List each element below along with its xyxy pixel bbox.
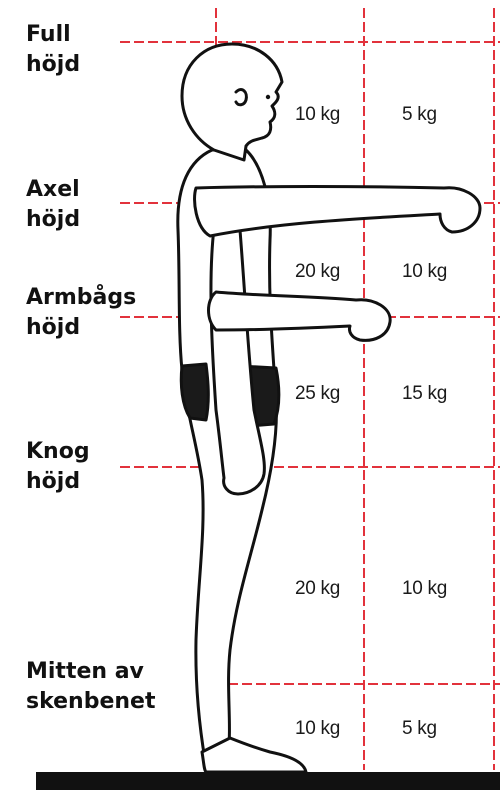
eye: [266, 95, 270, 99]
label-shoulder-height: Axel höjd: [26, 175, 80, 235]
standing-person-side-view-icon: [178, 44, 480, 772]
arm-shoulder-height: [195, 187, 480, 237]
foot: [202, 738, 306, 772]
weight-near-row-4: 20 kg: [295, 578, 340, 600]
weight-far-row-2: 10 kg: [402, 261, 447, 283]
weight-near-row-2: 20 kg: [295, 261, 340, 283]
weight-far-row-4: 10 kg: [402, 578, 447, 600]
label-knuckle-height: Knog höjd: [26, 437, 90, 497]
weight-near-row-3: 25 kg: [295, 383, 340, 405]
label-mid-shin-height: Mitten av skenbenet: [26, 657, 156, 717]
label-elbow-height: Armbågs höjd: [26, 283, 136, 343]
shorts-back: [181, 364, 208, 420]
weight-far-row-3: 15 kg: [402, 383, 447, 405]
weight-near-row-5: 10 kg: [295, 718, 340, 740]
weight-near-row-1: 10 kg: [295, 104, 340, 126]
floor: [36, 772, 500, 790]
label-full-height: Full höjd: [26, 20, 80, 80]
weight-far-row-5: 5 kg: [402, 718, 437, 740]
weight-far-row-1: 5 kg: [402, 104, 437, 126]
head: [182, 44, 282, 160]
